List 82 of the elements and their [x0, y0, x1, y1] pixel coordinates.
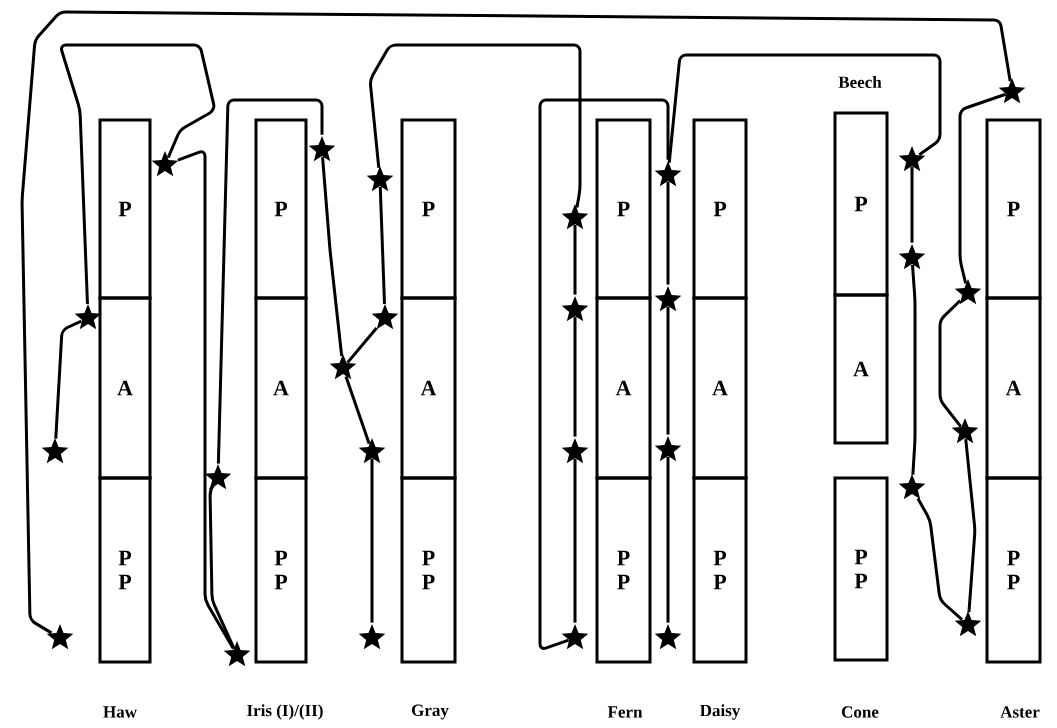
- route-line: [666, 456, 670, 623]
- star-mark: [371, 304, 399, 330]
- segment-box: P: [98, 118, 152, 300]
- star-mark: [329, 354, 357, 380]
- route-line: [538, 98, 670, 650]
- star-mark: [898, 474, 926, 500]
- route-line: [916, 497, 964, 621]
- segment-box: A: [985, 296, 1042, 480]
- route-line: [20, 10, 1012, 635]
- route-line: [370, 458, 374, 623]
- star-mark: [954, 279, 982, 305]
- route-line: [958, 92, 1007, 284]
- route-line: [177, 150, 235, 650]
- route-line: [369, 43, 582, 208]
- segment-box: A: [692, 296, 748, 480]
- route-line: [667, 53, 942, 163]
- segment-box: P: [595, 118, 652, 300]
- segment-box: A: [98, 296, 152, 480]
- column-label: Cone: [841, 706, 879, 718]
- segment-box: A: [254, 296, 308, 480]
- star-mark: [561, 624, 589, 650]
- route-line: [378, 186, 386, 304]
- star-mark: [951, 418, 979, 444]
- star-mark: [358, 624, 386, 650]
- route-line: [573, 458, 577, 623]
- segment-box: P P: [985, 476, 1042, 664]
- route-line: [346, 327, 378, 364]
- segment-box: A: [400, 296, 457, 480]
- column-label: Haw: [103, 706, 137, 718]
- route-line: [321, 156, 344, 357]
- star-mark: [654, 286, 682, 312]
- route-line: [573, 316, 577, 437]
- segment-box: P: [833, 111, 889, 297]
- column-label: Daisy: [700, 704, 741, 720]
- route-line: [666, 306, 670, 435]
- route-line: [666, 181, 670, 285]
- segment-box: P P: [833, 476, 889, 662]
- star-mark: [898, 146, 926, 172]
- star-mark: [223, 641, 251, 667]
- column-label: Fern: [607, 706, 643, 718]
- route-line: [910, 166, 914, 243]
- star-mark: [151, 151, 179, 177]
- segment-box: P: [400, 118, 457, 300]
- segment-box: P: [692, 118, 748, 300]
- route-line: [911, 264, 917, 475]
- star-mark: [74, 304, 102, 330]
- segment-box: P P: [692, 476, 748, 664]
- route-line: [60, 43, 216, 305]
- route-line: [216, 98, 324, 464]
- route-line: [938, 299, 962, 428]
- star-mark: [654, 624, 682, 650]
- column-label: Aster: [1000, 706, 1040, 718]
- star-mark: [898, 244, 926, 270]
- route-line: [573, 224, 577, 295]
- segment-box: P P: [400, 476, 457, 664]
- star-mark: [308, 136, 336, 162]
- star-mark: [654, 436, 682, 462]
- route-line: [964, 439, 977, 613]
- column-label: Beech: [838, 76, 882, 88]
- star-mark: [561, 204, 589, 230]
- star-mark: [358, 438, 386, 464]
- star-mark: [998, 78, 1026, 104]
- segment-box: P P: [595, 476, 652, 664]
- route-line: [208, 483, 236, 649]
- star-mark: [204, 464, 232, 490]
- column-label: Gray: [411, 704, 449, 720]
- segment-box: P P: [98, 476, 152, 664]
- column-label: Iris (I)/(II): [247, 704, 323, 720]
- route-line: [344, 376, 371, 445]
- segment-box: A: [595, 296, 652, 480]
- route-line: [54, 319, 82, 439]
- star-mark: [41, 438, 69, 464]
- star-mark: [954, 611, 982, 637]
- star-mark: [46, 624, 74, 650]
- segment-box: P: [985, 118, 1042, 300]
- segment-box: P P: [254, 476, 308, 664]
- segment-box: A: [833, 293, 889, 445]
- star-mark: [561, 438, 589, 464]
- star-mark: [561, 296, 589, 322]
- star-mark: [366, 166, 394, 192]
- segment-box: P: [254, 118, 308, 300]
- star-mark: [654, 161, 682, 187]
